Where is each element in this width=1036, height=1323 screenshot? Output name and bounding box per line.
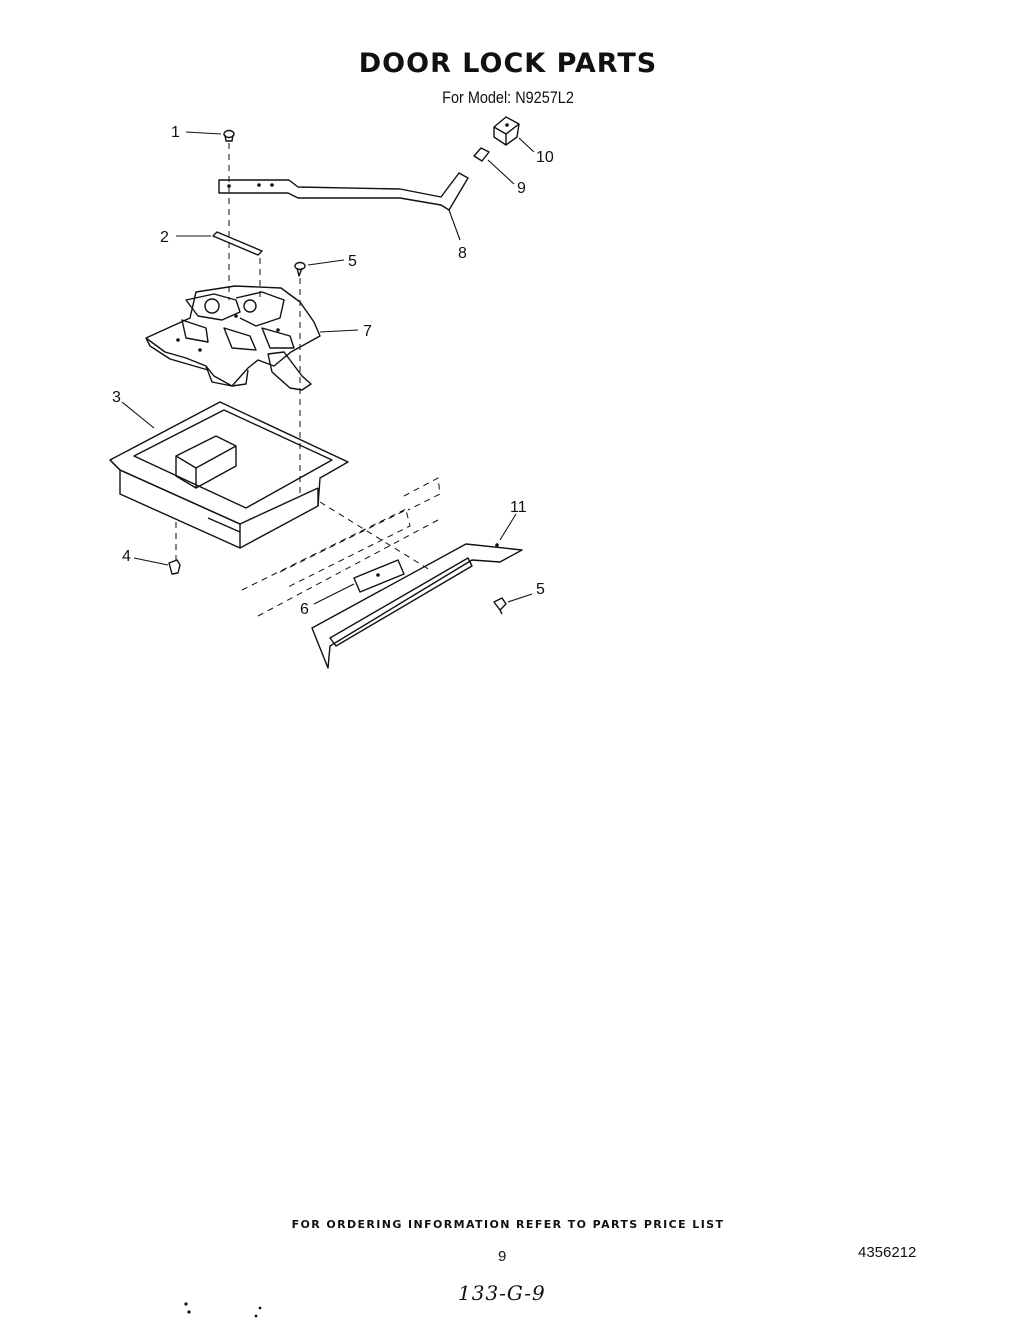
document-number: 4356212 [858, 1244, 917, 1261]
part-1-rivet [223, 129, 235, 142]
part-7-lock-mechanism [145, 285, 321, 391]
part-3-housing-box [109, 401, 349, 549]
part-5-screw-upper [294, 261, 306, 277]
part-8-lever-arm [218, 172, 469, 211]
assembly-guide-lines [175, 143, 431, 571]
hidden-latch-outline [241, 477, 441, 617]
part-5-screw-lower [493, 597, 507, 615]
callout-7: 7 [363, 323, 372, 340]
scan-specks [184, 1302, 262, 1318]
page-number: 9 [498, 1248, 507, 1265]
callout-2: 2 [160, 229, 169, 246]
part-6-label-plate [353, 559, 405, 593]
handwritten-note: 133-G-9 [458, 1281, 546, 1305]
callout-8: 8 [458, 245, 467, 262]
callout-3: 3 [112, 389, 121, 406]
callout-5-lower: 5 [536, 581, 545, 598]
callout-10: 10 [536, 149, 554, 166]
part-9-spacer [473, 147, 490, 162]
part-2-pin [212, 231, 263, 256]
ordering-note: FOR ORDERING INFORMATION REFER TO PARTS … [291, 1218, 725, 1231]
model-subtitle: For Model: N9257L2 [442, 88, 574, 107]
callout-11: 11 [510, 499, 527, 516]
callout-1: 1 [171, 124, 180, 141]
callout-6: 6 [300, 601, 309, 618]
leader-lines [121, 131, 535, 605]
part-11-trim-strip [311, 543, 523, 669]
callout-4: 4 [122, 548, 131, 565]
callout-9: 9 [517, 180, 526, 197]
page-title: DOOR LOCK PARTS [358, 48, 658, 79]
part-4-fastener [168, 559, 181, 575]
callout-5-upper: 5 [348, 253, 357, 270]
part-10-knob [493, 116, 520, 146]
